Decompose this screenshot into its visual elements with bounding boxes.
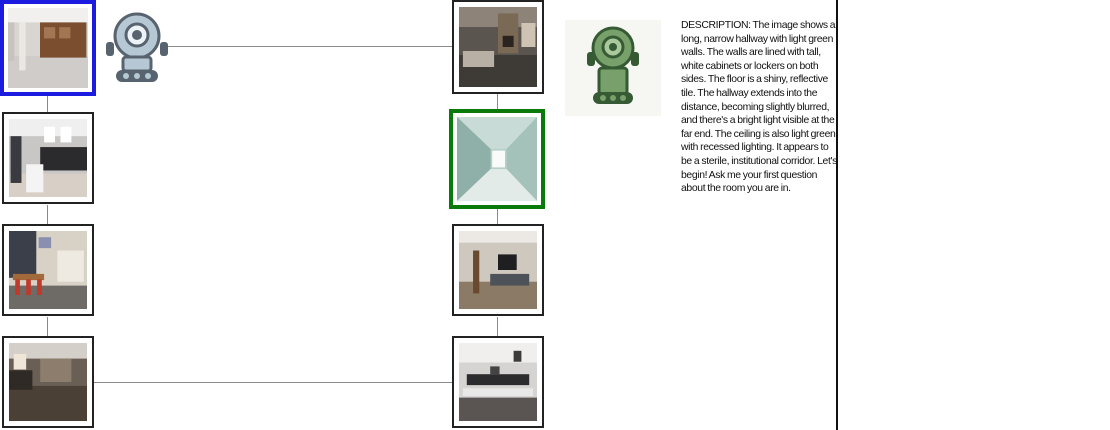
map-edge xyxy=(497,208,498,225)
map-edge xyxy=(497,317,498,337)
room-tile-tv-basement[interactable] xyxy=(452,224,544,316)
panel-divider xyxy=(836,0,838,430)
room-tile-dining-play[interactable] xyxy=(2,224,94,316)
robot-icon xyxy=(106,12,168,82)
room-tile-den-fireplace[interactable] xyxy=(452,0,544,94)
map-edge xyxy=(47,94,48,114)
room-tile-music-studio[interactable] xyxy=(452,336,544,428)
room-image xyxy=(9,119,87,197)
room-tile-basement-bar[interactable] xyxy=(0,0,96,96)
map-edge xyxy=(160,46,452,47)
room-image xyxy=(8,8,88,88)
room-image xyxy=(459,231,537,309)
room-image xyxy=(9,231,87,309)
room-tile-laundry[interactable] xyxy=(2,112,94,204)
room-image xyxy=(9,343,87,421)
map-edge xyxy=(94,382,452,383)
assistant-message: DESCRIPTION: The image shows a long, nar… xyxy=(681,20,837,195)
room-image xyxy=(457,117,537,201)
map-edge xyxy=(47,205,48,225)
robot-avatar-icon xyxy=(587,26,639,104)
room-tile-green-hallway[interactable] xyxy=(449,109,545,209)
room-image xyxy=(459,343,537,421)
map-edge xyxy=(497,94,498,110)
assistant-avatar xyxy=(565,20,661,116)
map-edge xyxy=(47,317,48,337)
room-image xyxy=(459,7,537,87)
room-tile-dark-living[interactable] xyxy=(2,336,94,428)
